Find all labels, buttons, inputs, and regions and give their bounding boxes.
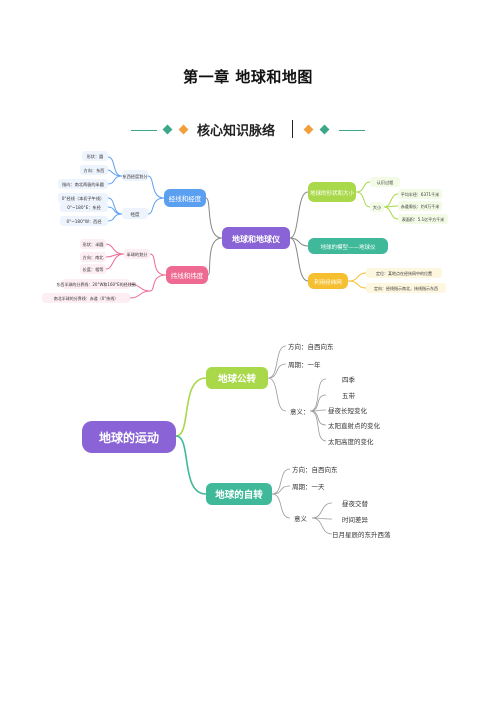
map2-center-label: 地球的运动 bbox=[99, 430, 159, 445]
left-rule bbox=[131, 130, 157, 131]
lt-item-3: 0°经线（本初子午线） bbox=[62, 195, 104, 202]
lb-sub-2: 南北半球的分界线：赤道（0°纬线） bbox=[54, 295, 119, 301]
rev-period: 周期：一年 bbox=[288, 360, 321, 369]
map2-connectors bbox=[175, 377, 207, 495]
chapter-title: 第一章 地球和地图 bbox=[183, 68, 313, 86]
lt-sub-1: 0°~180°E：东经 bbox=[67, 204, 101, 210]
rt-sub: 大小 bbox=[373, 204, 382, 211]
rot-meaning-label: 意义 bbox=[294, 514, 308, 523]
lt-sub-0: 东西经度划分 bbox=[122, 173, 148, 180]
rev-meaning-2: 昼夜长短变化 bbox=[328, 406, 368, 415]
lt-item-4: 经度 bbox=[131, 211, 140, 218]
node-longitude bbox=[164, 189, 206, 207]
node-graticule bbox=[308, 273, 348, 289]
node-graticule-label: 利用经纬网 bbox=[314, 278, 342, 286]
rev-meaning-label: 意义： bbox=[290, 407, 310, 416]
section-title: 核心知识脉络 bbox=[197, 124, 276, 139]
lt-sub-2: 0°~180°W：西经 bbox=[66, 218, 102, 225]
rot-meaning-1: 时间差异 bbox=[342, 515, 369, 524]
node-revolution-label: 地球公转 bbox=[218, 373, 257, 385]
rev-meaning-3: 太阳直射点的变化 bbox=[328, 421, 381, 430]
text-cursor bbox=[292, 120, 293, 138]
lt-item-1: 方向：东西 bbox=[84, 167, 105, 174]
rb-item-0: 定位：某地点在经纬网中的位置 bbox=[376, 270, 432, 276]
rev-meaning-1: 五带 bbox=[342, 392, 356, 400]
map1-center-node bbox=[222, 227, 290, 249]
rot-direction: 方向：自西向东 bbox=[292, 465, 338, 474]
map1-center-label: 地球和地球仪 bbox=[232, 234, 281, 244]
rt-item-1: 平均半径：6371千米 bbox=[401, 191, 439, 197]
rot-meaning-2: 日月星辰的东升西落 bbox=[332, 530, 391, 539]
lb-item-1: 方向：南北 bbox=[83, 254, 105, 261]
lb-item-0: 形状：半圆 bbox=[83, 241, 104, 248]
node-latitude bbox=[166, 266, 208, 284]
node-revolution bbox=[206, 367, 268, 389]
rot-period: 周期：一天 bbox=[292, 483, 325, 491]
rt-item-0: 认识过程 bbox=[377, 179, 395, 186]
lt-item-0: 形状：圆 bbox=[87, 153, 104, 160]
rot-meaning-0: 昼夜交替 bbox=[342, 499, 369, 508]
rb-item-1: 定向：经线指示南北，纬线指示东西 bbox=[374, 285, 438, 291]
node-earth-shape bbox=[308, 182, 356, 202]
node-rotation bbox=[206, 483, 272, 505]
rt-item-3: 表面积：5.1亿平方千米 bbox=[402, 216, 444, 222]
node-globe-model-label: 地球的模型——地球仪 bbox=[320, 243, 376, 251]
lt-item-2: 指向：南北两极的半圆 bbox=[62, 181, 104, 188]
node-globe-model bbox=[308, 238, 388, 254]
map1-connectors bbox=[105, 156, 399, 299]
node-longitude-label: 经线和经度 bbox=[169, 194, 202, 203]
node-earth-shape-label: 地球的形状和大小 bbox=[310, 189, 355, 197]
rt-item-2: 赤道周长：约4万千米 bbox=[401, 203, 440, 209]
rev-direction: 方向：自西向东 bbox=[288, 342, 334, 351]
lb-sub-1: 东西半球的分界线：20°W和160°E的经线圈 bbox=[56, 281, 135, 287]
node-latitude-label: 纬线和纬度 bbox=[171, 271, 204, 280]
rev-meaning-4: 太阳高度的变化 bbox=[328, 437, 374, 446]
lb-sub-0: 半球的划分 bbox=[127, 251, 149, 258]
lb-item-2: 长度：相等 bbox=[83, 266, 104, 273]
map2-center-node bbox=[82, 421, 176, 453]
section-header: 核心知识脉络 bbox=[0, 120, 496, 142]
right-rule bbox=[339, 130, 365, 131]
rev-meaning-0: 四季 bbox=[342, 375, 356, 384]
node-rotation-label: 地球的自转 bbox=[215, 489, 263, 501]
